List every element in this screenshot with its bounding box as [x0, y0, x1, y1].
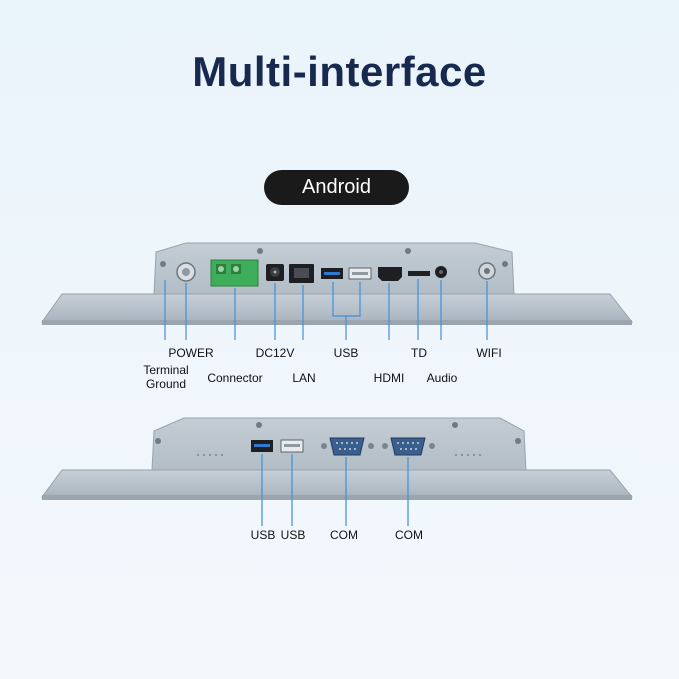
label-dc12v: DC12V — [255, 346, 295, 360]
label-power: POWER — [168, 346, 214, 360]
label-audio: Audio — [426, 371, 458, 385]
lan-port-icon — [289, 264, 314, 283]
label-usb-1: USB — [250, 528, 276, 542]
label-td: TD — [411, 346, 427, 360]
screw-icon — [160, 248, 508, 267]
label-usb: USB — [333, 346, 359, 360]
hdmi-port-icon — [378, 267, 402, 281]
label-hdmi: HDMI — [373, 371, 405, 385]
usb-port-icon — [348, 267, 372, 280]
label-com-1: COM — [330, 528, 358, 542]
dc-jack-icon — [266, 264, 284, 281]
label-wifi: WIFI — [476, 346, 502, 360]
label-lan: LAN — [292, 371, 316, 385]
terminal-connector-icon — [210, 259, 259, 287]
com-port-icon — [382, 437, 435, 456]
page-title: Multi-interface — [192, 48, 487, 95]
os-badge: Android — [264, 170, 409, 205]
label-connector: Connector — [207, 371, 263, 385]
power-button-icon — [176, 262, 196, 282]
td-card-slot-icon — [408, 271, 430, 276]
label-com-2: COM — [395, 528, 423, 542]
usb-port-icon — [280, 439, 304, 453]
label-terminal-ground-line2: Ground — [145, 377, 187, 391]
label-usb-2: USB — [280, 528, 306, 542]
vent-dots-icon — [196, 453, 482, 457]
top-panel-illustration — [41, 242, 634, 340]
screw-icon — [155, 422, 521, 444]
leader-lines — [261, 454, 409, 526]
com-port-icon — [321, 437, 374, 456]
panel-base — [41, 469, 634, 498]
label-terminal-ground-line1: Terminal — [143, 363, 189, 377]
label-terminal-ground: Terminal Ground — [143, 363, 188, 391]
usb-port-icon — [251, 440, 273, 452]
wifi-antenna-icon — [478, 262, 496, 280]
usb-port-icon — [321, 268, 343, 279]
audio-jack-icon — [435, 266, 447, 278]
leader-lines — [164, 279, 488, 340]
